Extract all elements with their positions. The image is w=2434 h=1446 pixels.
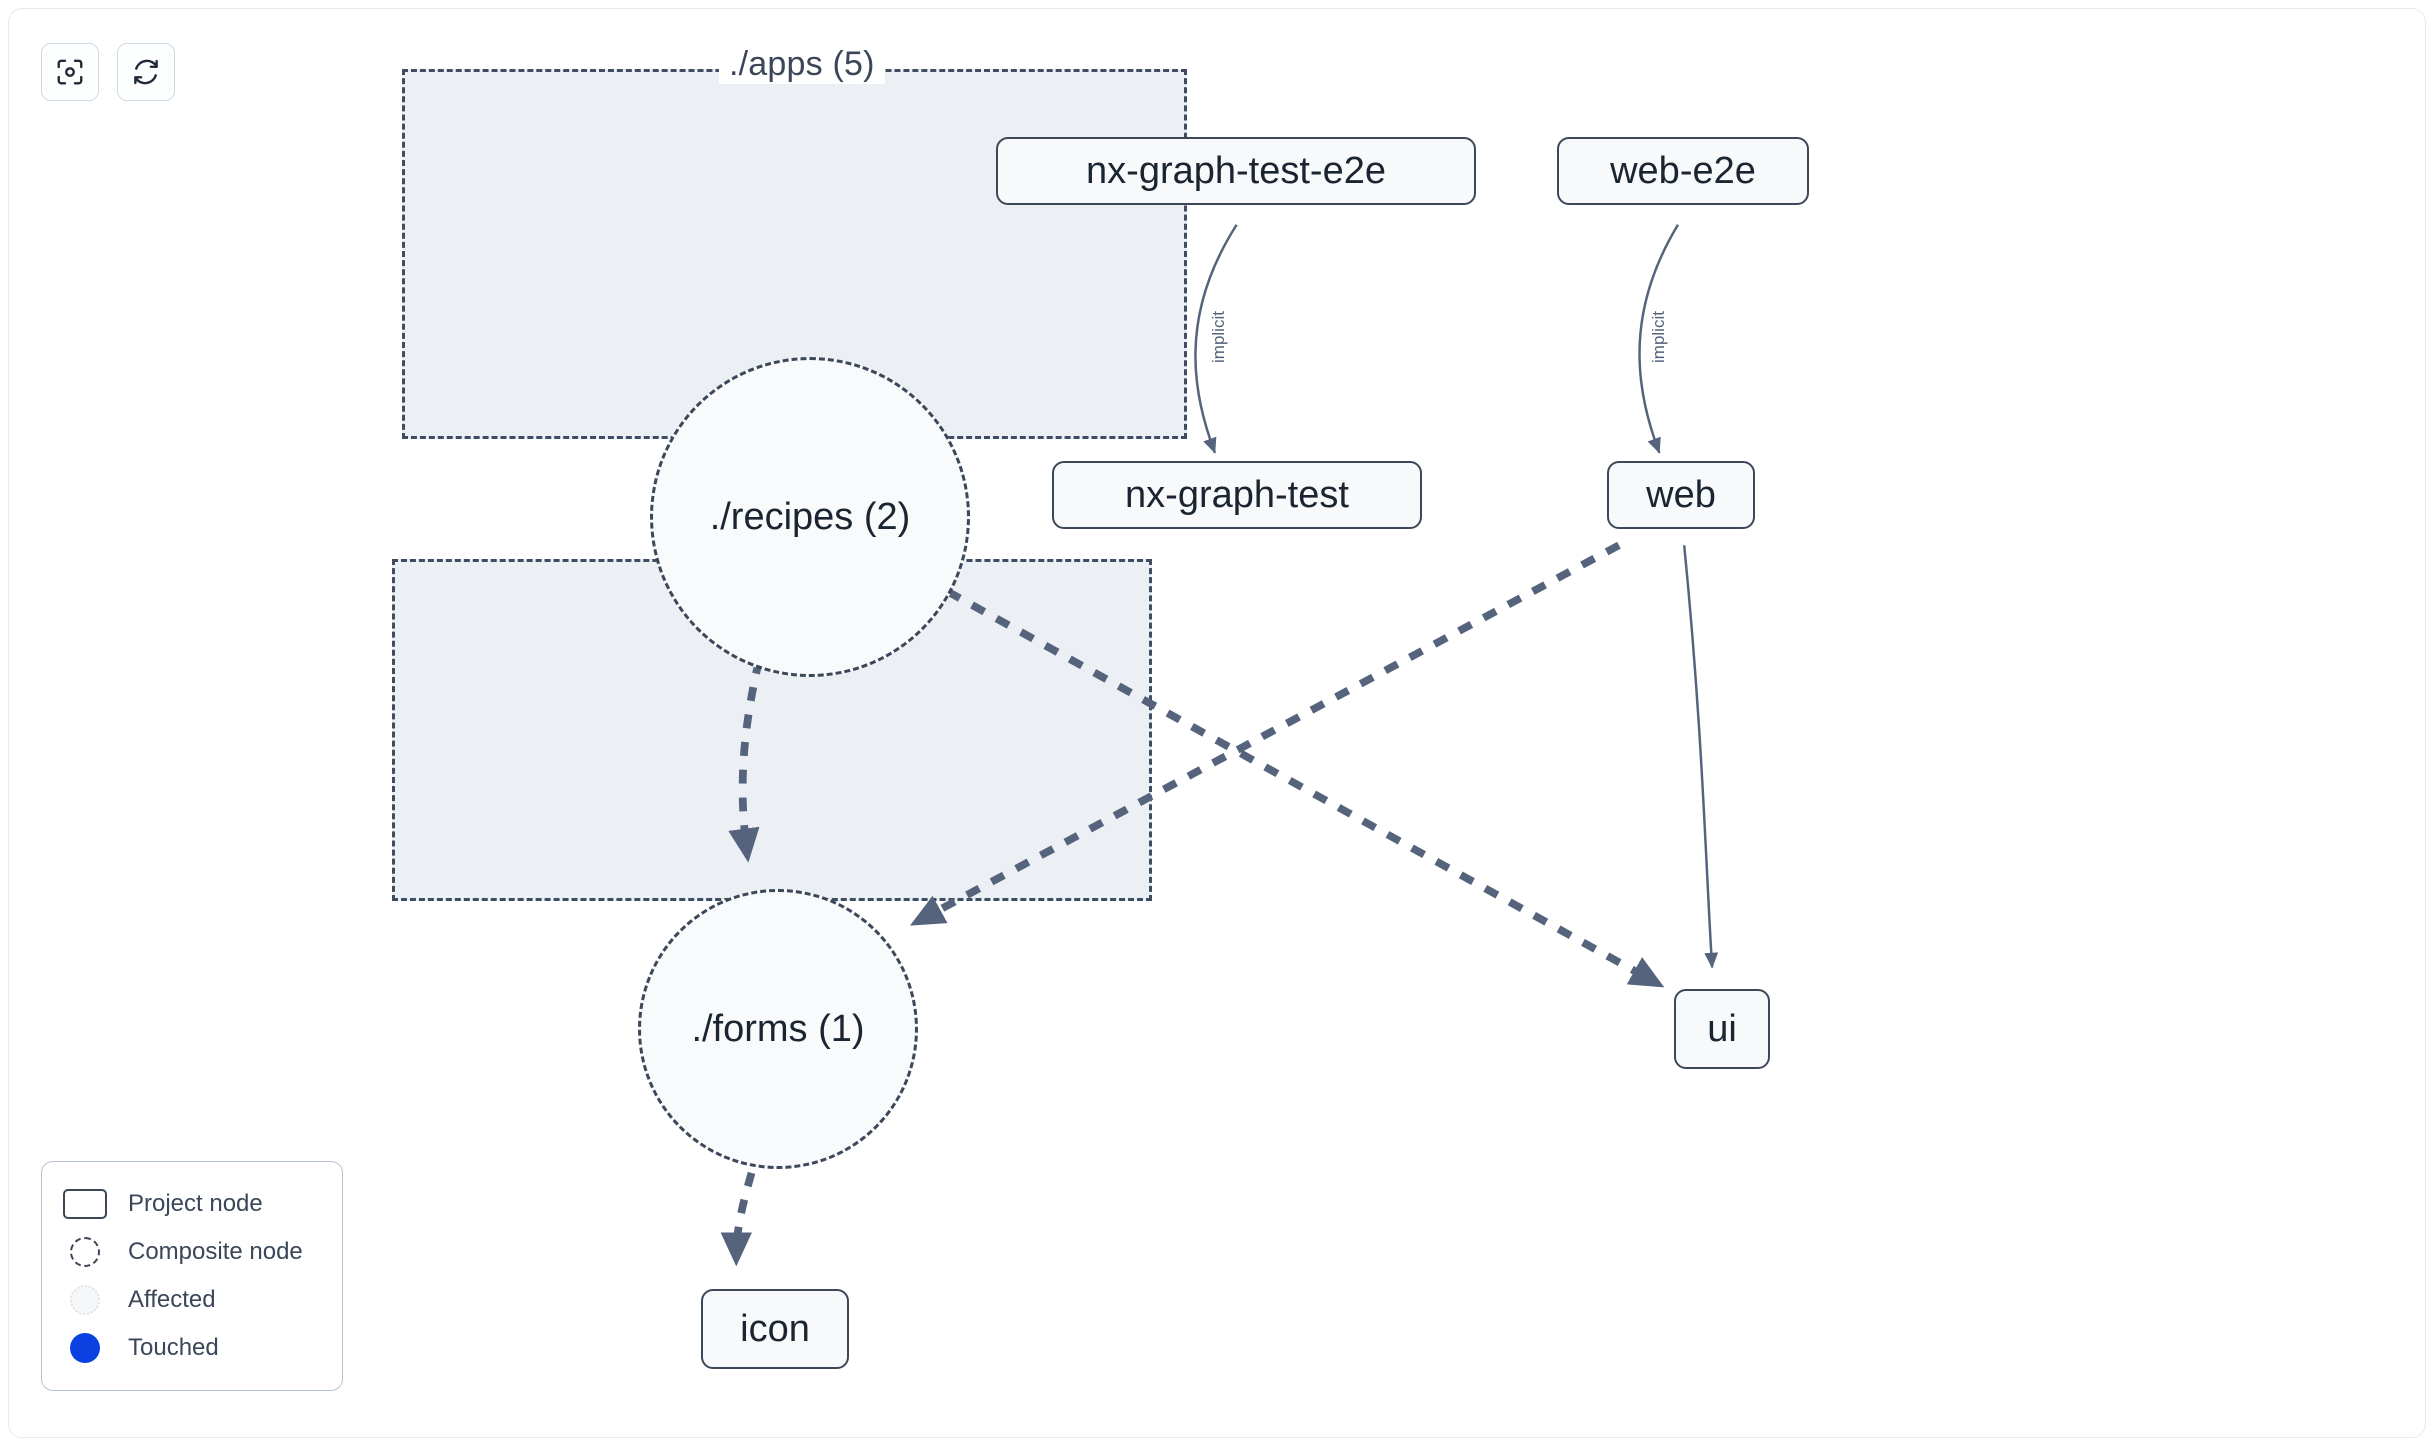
refresh-graph-button[interactable] [117,43,175,101]
edge-label-implicit-1: implicit [1209,311,1228,363]
node-icon[interactable]: icon [701,1289,849,1369]
node-forms[interactable]: ./forms (1) [638,889,918,1169]
legend-item-touched: Touched [62,1324,322,1372]
legend-label-touched: Touched [128,1334,219,1361]
composite-node-swatch [62,1235,108,1269]
node-nx-graph-test-e2e-label: nx-graph-test-e2e [1086,149,1386,192]
graph-toolbar [41,43,175,101]
refresh-icon [131,57,161,87]
node-recipes-label: ./recipes (2) [709,495,911,538]
edge-label-implicit-2: implicit [1649,311,1668,363]
legend-label-composite-node: Composite node [128,1238,303,1265]
node-forms-label: ./forms (1) [691,1007,865,1050]
node-recipes[interactable]: ./recipes (2) [650,357,970,677]
node-web-e2e[interactable]: web-e2e [1557,137,1809,205]
focus-graph-button[interactable] [41,43,99,101]
edge-web-to-ui [1682,545,1719,969]
legend-item-composite-node: Composite node [62,1228,322,1276]
node-web-e2e-label: web-e2e [1610,149,1756,192]
group-apps-label: ./apps (5) [719,45,885,84]
node-web-label: web [1646,473,1716,516]
legend-label-affected: Affected [128,1286,216,1313]
graph-edge-layer [720,224,1719,1267]
node-nx-graph-test-label: nx-graph-test [1125,473,1349,516]
graph-app-shell: ./apps (5) ./libs (5) [8,8,2426,1438]
viewfinder-icon [55,57,85,87]
node-nx-graph-test-e2e[interactable]: nx-graph-test-e2e [996,137,1476,205]
graph-legend: Project node Composite node Affected Tou… [41,1161,343,1391]
node-ui-label: ui [1707,1007,1737,1050]
legend-label-project-node: Project node [128,1190,263,1217]
project-graph-canvas[interactable]: ./apps (5) ./libs (5) [9,9,2425,1437]
affected-swatch [62,1283,108,1317]
node-icon-label: icon [740,1307,810,1350]
legend-item-affected: Affected [62,1276,322,1324]
project-node-swatch [62,1187,108,1221]
node-ui[interactable]: ui [1674,989,1770,1069]
node-nx-graph-test[interactable]: nx-graph-test [1052,461,1422,529]
node-web[interactable]: web [1607,461,1755,529]
touched-swatch [62,1331,108,1365]
legend-item-project-node: Project node [62,1180,322,1228]
